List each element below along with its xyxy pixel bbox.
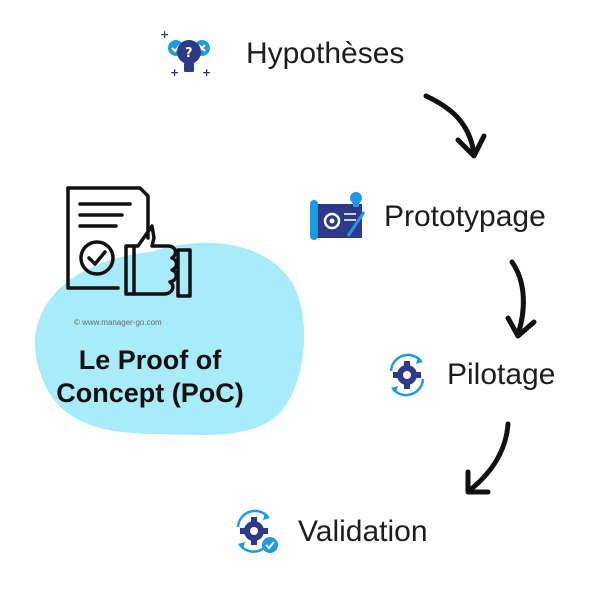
copyright-text: © www.manager-go.com (74, 318, 162, 327)
step-label: Prototypage (384, 200, 546, 233)
step-label: Hypothèses (246, 37, 405, 70)
step-hypotheses: + ? + + Hypothèses (160, 28, 404, 80)
gear-cycle-icon (389, 353, 425, 397)
svg-text:+: + (170, 66, 179, 79)
step-prototypage: Prototypage (308, 190, 546, 244)
svg-text:+: + (160, 28, 169, 41)
gear-check-icon (236, 509, 278, 553)
poc-title: Le Proof of Concept (PoC) (30, 344, 270, 410)
step-validation: Validation (230, 507, 428, 557)
step-pilotage: Pilotage (383, 351, 555, 399)
arrow-pilotage-to-validation (465, 421, 511, 495)
lightbulb-question-icon: + ? + + (160, 28, 211, 79)
svg-text:+: + (202, 66, 211, 79)
svg-text:?: ? (185, 46, 193, 61)
step-label: Pilotage (447, 358, 556, 391)
document-thumbs-up-icon (66, 186, 192, 298)
blueprint-design-icon (310, 192, 366, 240)
poc-title-line-1: Le Proof of (78, 345, 222, 375)
arrow-prototypage-to-pilotage (505, 259, 537, 339)
step-label: Validation (298, 515, 428, 548)
arrow-hypotheses-to-prototypage (423, 93, 487, 159)
poc-title-line-2: Concept (PoC) (56, 378, 244, 408)
